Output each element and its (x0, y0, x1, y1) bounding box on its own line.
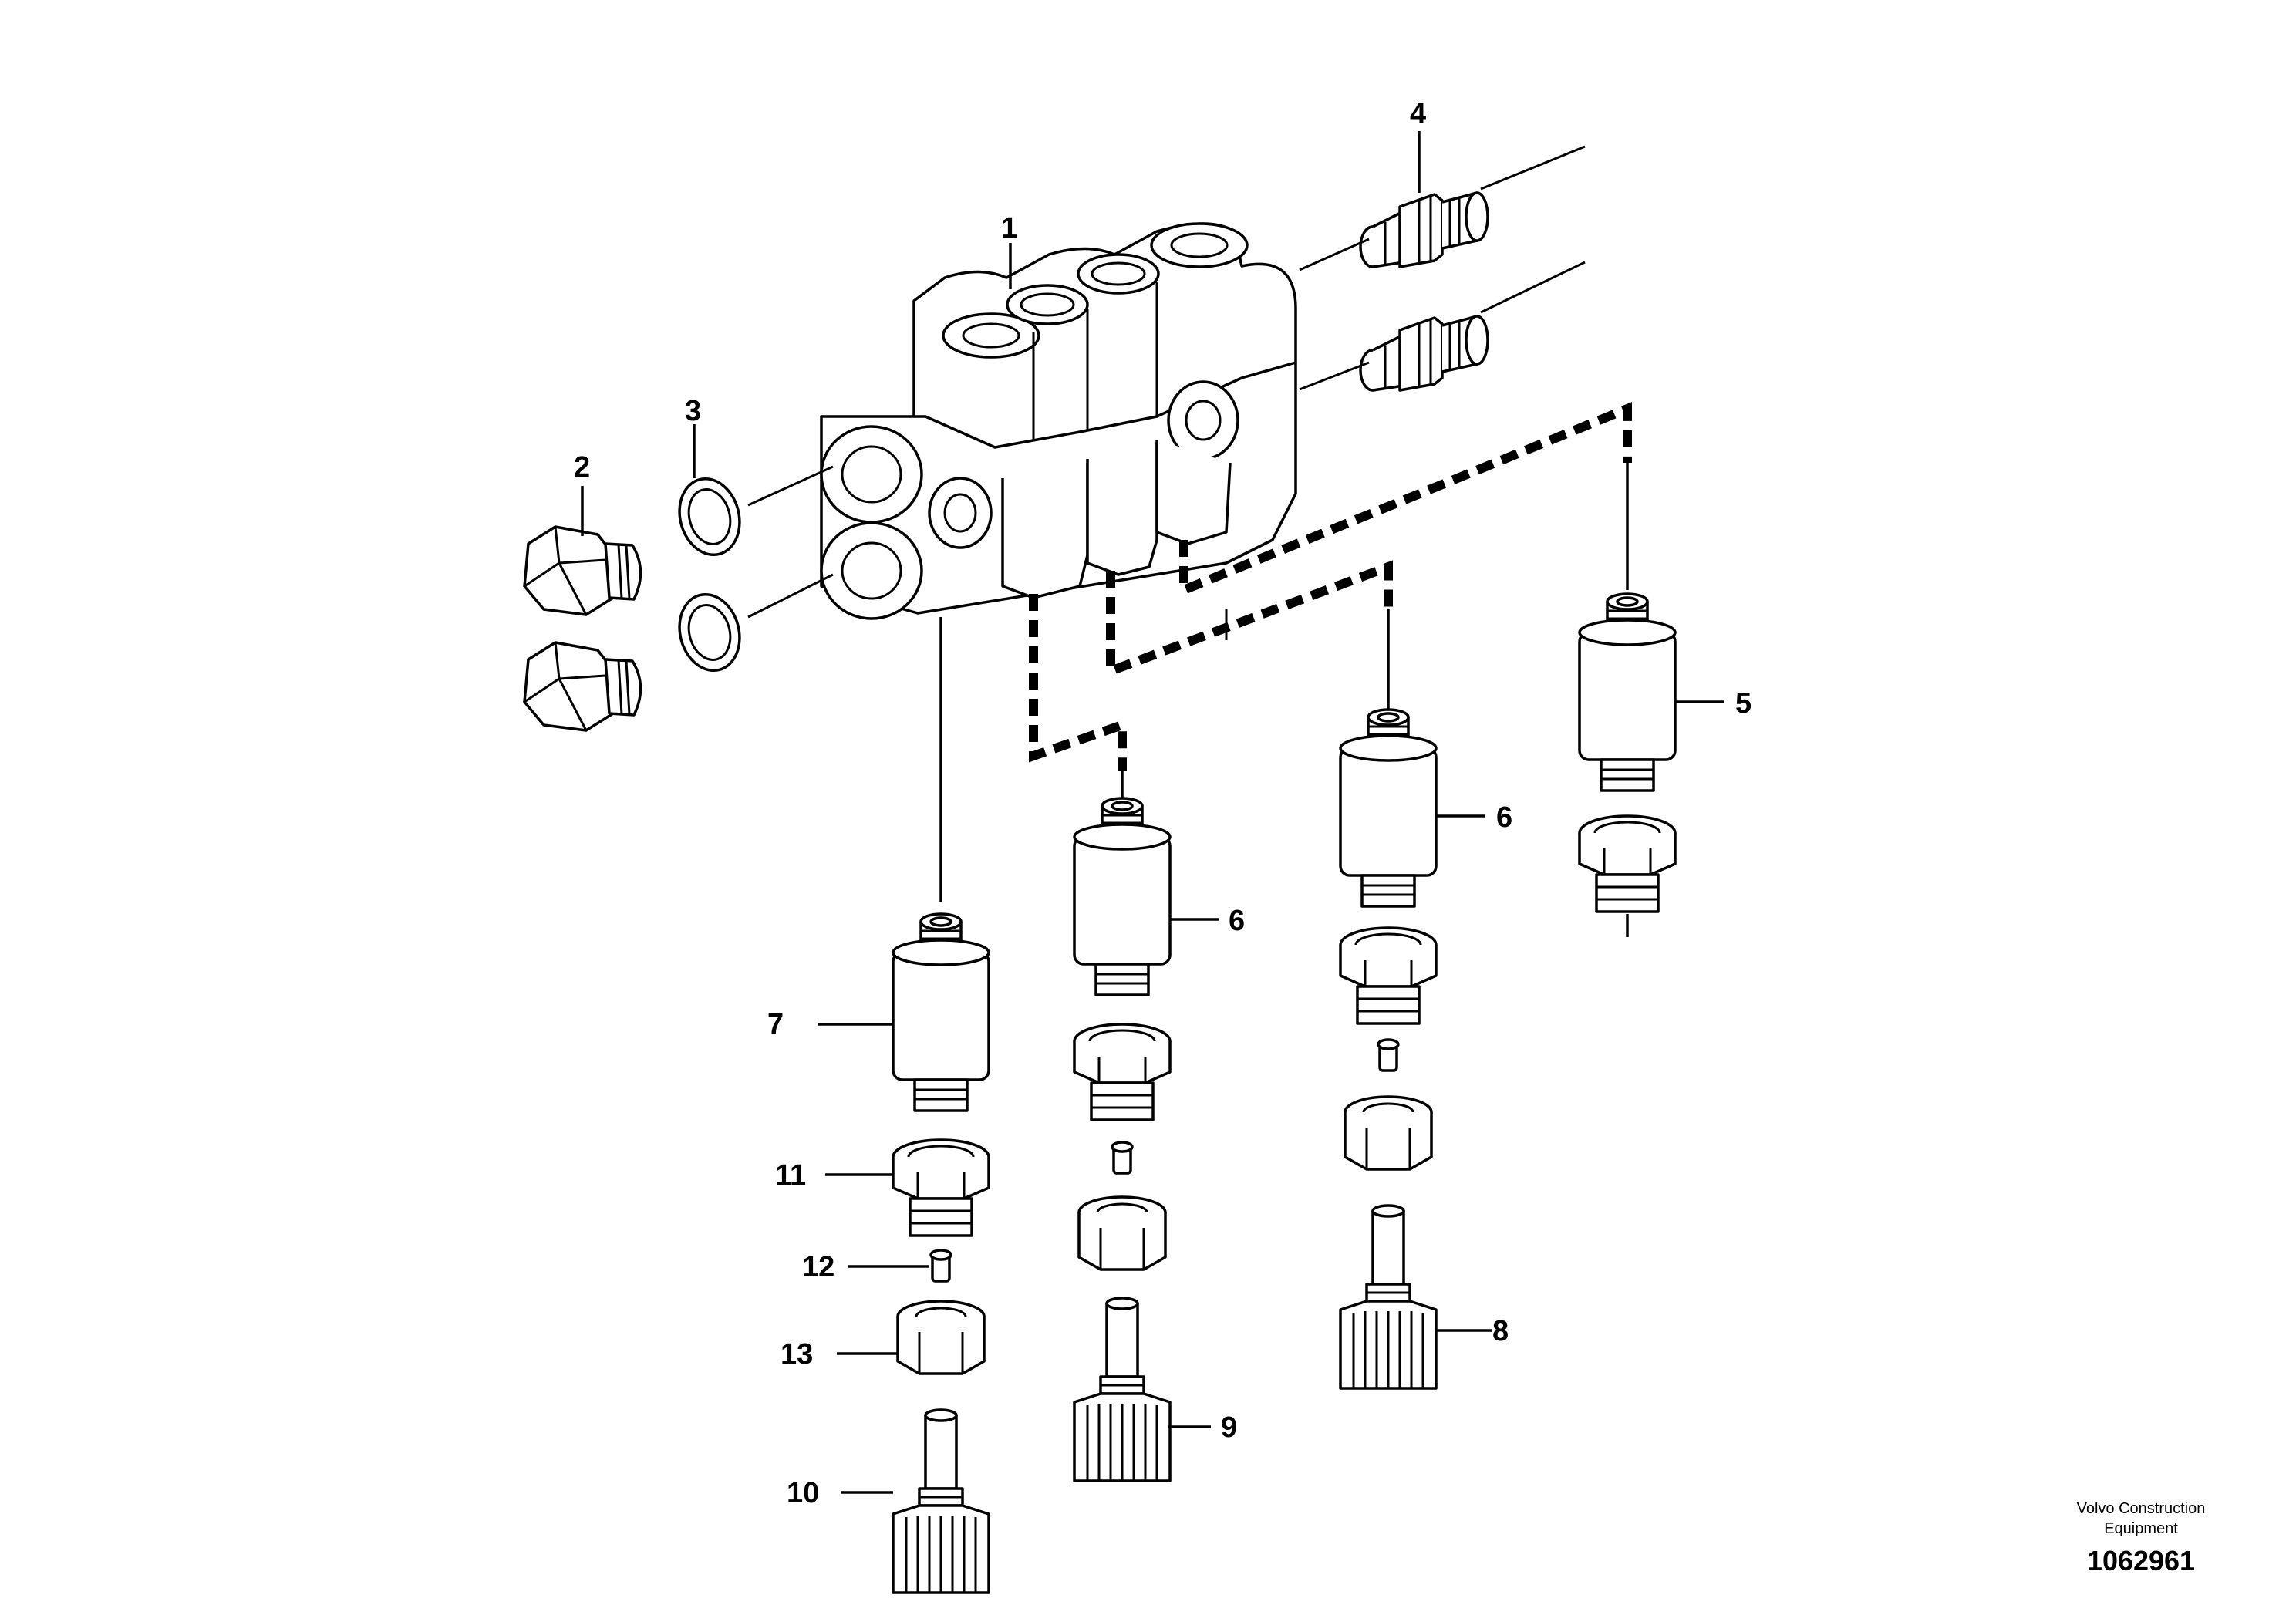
nipple-8 (1377, 1038, 1400, 1072)
alignment-lines (747, 145, 1586, 640)
callout-11: 11 (775, 1159, 806, 1192)
drawing-number: 1062961 (2087, 1545, 2195, 1576)
callout-13: 13 (781, 1338, 813, 1371)
nut-8 (1344, 1095, 1433, 1171)
fitting-upper (1359, 191, 1489, 268)
connection-lines (939, 402, 1632, 902)
callout-6-center: 6 (1229, 905, 1245, 937)
nut-13 (896, 1300, 986, 1375)
nipple-9 (1111, 1141, 1134, 1175)
sensor-6-right (1339, 708, 1438, 908)
callout-3: 3 (685, 395, 701, 427)
fitting-lower (1359, 315, 1489, 392)
manifold-block (820, 222, 1297, 620)
brand-line-1: Volvo Construction (2077, 1500, 2206, 1517)
callout-9: 9 (1221, 1411, 1237, 1444)
sensor-5 (1578, 592, 1677, 792)
brand-line-2: Equipment (2104, 1520, 2178, 1537)
sensor-6-center (1073, 797, 1172, 996)
callout-2: 2 (574, 451, 590, 484)
adapter-6-right (1339, 926, 1438, 1025)
nut-9 (1077, 1195, 1167, 1271)
callout-leaders (581, 131, 1724, 1494)
adapter-5 (1578, 814, 1677, 913)
cable-8 (1339, 1204, 1438, 1390)
cable-9 (1073, 1297, 1172, 1482)
callout-10: 10 (787, 1477, 819, 1509)
plug-lower (523, 641, 642, 732)
callout-7: 7 (767, 1008, 784, 1040)
plug-upper (523, 525, 642, 616)
washer-upper (669, 470, 750, 563)
callout-1: 1 (1001, 212, 1017, 244)
callout-8: 8 (1492, 1315, 1509, 1347)
callout-12: 12 (802, 1251, 834, 1283)
sensor-7 (892, 912, 990, 1112)
callout-4: 4 (1410, 98, 1426, 130)
adapter-11 (892, 1138, 990, 1237)
callout-5: 5 (1735, 687, 1752, 720)
cable-10 (892, 1408, 990, 1594)
washer-lower (669, 586, 750, 679)
callout-6-right: 6 (1496, 801, 1512, 834)
nipple-12 (929, 1249, 952, 1283)
adapter-6-center (1073, 1023, 1172, 1121)
